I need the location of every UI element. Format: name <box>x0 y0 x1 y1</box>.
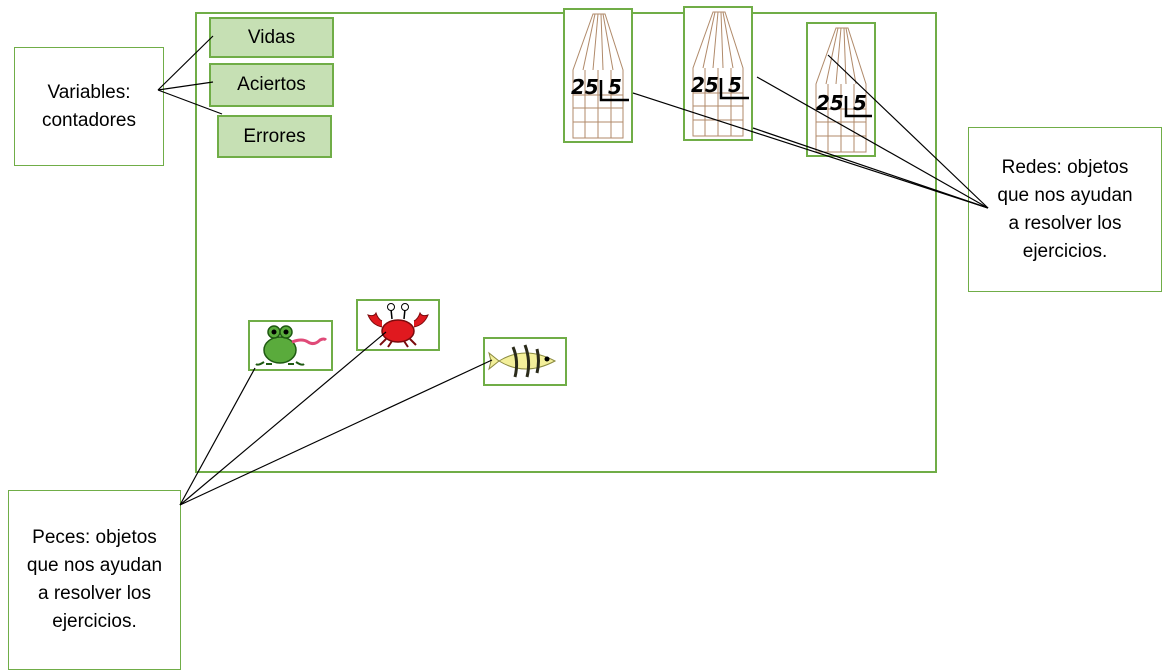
counter-vidas-label: Vidas <box>247 26 296 48</box>
callout-redes-line: Redes: objetos <box>1001 156 1129 178</box>
counter-aciertos-label: Aciertos <box>237 74 306 95</box>
callout-redes-line: ejercicios. <box>1022 240 1108 262</box>
net-divisor: 5 <box>608 75 622 99</box>
callout-peces-line: ejercicios. <box>52 611 137 632</box>
callout-redes-line: que nos ayudan <box>997 184 1133 206</box>
frog-icon <box>255 325 328 366</box>
callout-variables: Variables: contadores <box>14 47 164 166</box>
counter-aciertos: Aciertos <box>209 63 334 107</box>
callout-variables-line2: contadores <box>41 109 136 131</box>
callout-peces: Peces: objetos que nos ayudan a resolver… <box>8 490 181 670</box>
net-dividend: 25 <box>816 91 844 115</box>
callout-peces-line: que nos ayudan <box>26 555 163 576</box>
counter-errores-label: Errores <box>243 125 306 147</box>
fish-sprite <box>483 337 567 386</box>
net-divisor: 5 <box>853 91 867 115</box>
fish-icon <box>488 344 557 378</box>
crab-sprite <box>356 299 440 351</box>
callout-redes-line: a resolver los <box>1008 212 1122 234</box>
frog-sprite <box>248 320 333 371</box>
callout-variables-line1: Variables: <box>47 81 131 103</box>
callout-redes: Redes: objetos que nos ayudan a resolver… <box>968 127 1162 292</box>
callout-peces-line: a resolver los <box>38 583 151 604</box>
counter-vidas: Vidas <box>209 17 334 58</box>
net-divisor: 5 <box>728 73 742 97</box>
counter-errores: Errores <box>217 115 332 158</box>
net-1: 25 5 <box>563 8 633 143</box>
net-icon: 25 5 <box>571 13 629 139</box>
net-icon: 25 5 <box>691 11 749 137</box>
net-dividend: 25 <box>691 73 719 97</box>
net-icon: 25 5 <box>815 27 872 153</box>
callout-peces-line: Peces: objetos <box>32 527 157 548</box>
net-2: 25 5 <box>683 6 753 141</box>
net-dividend: 25 <box>571 75 599 99</box>
net-3: 25 5 <box>806 22 876 157</box>
crab-icon <box>367 303 429 348</box>
